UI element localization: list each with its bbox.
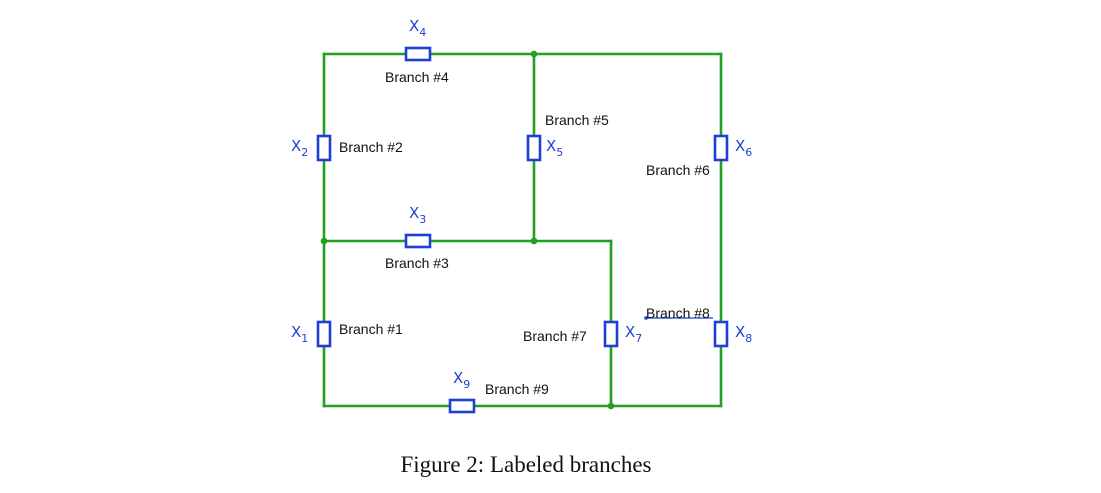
resistor-x4	[404, 46, 432, 62]
branch-label-9: Branch #9	[485, 381, 549, 397]
component-label-x9: X9	[453, 369, 470, 391]
figure-caption: Figure 2: Labeled branches	[401, 452, 652, 477]
branch-label-3: Branch #3	[385, 255, 449, 271]
node-bottom	[607, 402, 615, 410]
branch-label-1: Branch #1	[339, 321, 403, 337]
node-center	[530, 237, 538, 245]
component-label-x4: X4	[409, 17, 426, 39]
component-label-x3: X3	[409, 204, 426, 226]
resistor-x9	[448, 398, 476, 414]
resistor-x6	[713, 134, 729, 162]
node-top-middle	[530, 50, 538, 58]
component-label-x1: X1	[291, 323, 308, 345]
branch-label-2: Branch #2	[339, 139, 403, 155]
resistor-x8	[713, 320, 729, 348]
component-labels: X4 X2 X5 X6 X3 X1 X7 X8 X9	[291, 17, 752, 391]
resistor-x2	[316, 134, 332, 162]
component-label-x2: X2	[291, 137, 308, 159]
node-branch8-start	[644, 316, 648, 320]
resistor-x7	[603, 320, 619, 348]
component-label-x8: X8	[735, 323, 752, 345]
branch-label-6: Branch #6	[646, 162, 710, 178]
resistor-x3	[404, 233, 432, 249]
nodes	[320, 50, 648, 410]
component-label-x6: X6	[735, 137, 752, 159]
branch-label-8: Branch #8	[646, 305, 710, 321]
components	[316, 46, 729, 414]
resistor-x5	[526, 134, 542, 162]
wires	[322, 52, 723, 408]
branch-label-4: Branch #4	[385, 69, 449, 85]
component-label-x5: X5	[546, 137, 563, 159]
resistor-x1	[316, 320, 332, 348]
node-left-middle	[320, 237, 328, 245]
branch-labels: Branch #4 Branch #5 Branch #2 Branch #6 …	[339, 69, 710, 397]
component-label-x7: X7	[625, 323, 642, 345]
branch-label-5: Branch #5	[545, 112, 609, 128]
branch-label-7: Branch #7	[523, 328, 587, 344]
